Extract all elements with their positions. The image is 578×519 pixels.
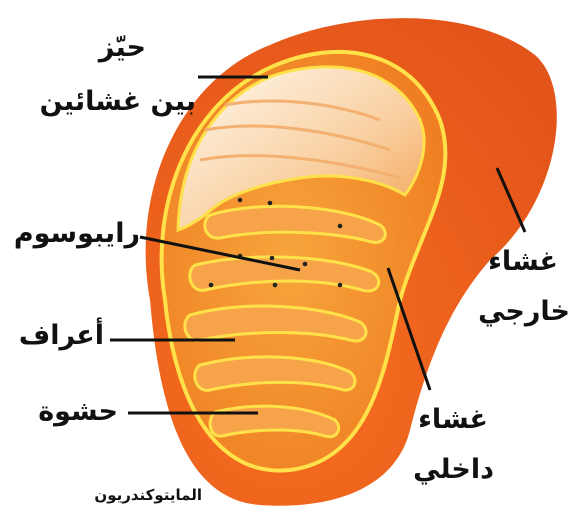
inner-membrane-label-1: غشاء [418,406,488,434]
cristae-label: أعراف [19,322,104,350]
caption: المايتوكندريون [94,488,202,504]
ribosome-dot [238,198,243,203]
ribosome-dot [338,283,343,288]
ribosome-dot [209,283,214,288]
intermembrane-space-label-1: حيّز [99,34,146,62]
matrix-label: حشوة [38,398,118,426]
ribosome-dot [268,201,273,206]
inner-membrane-label-2: داخلي [413,456,494,484]
outer-membrane-label-2: خارجي [478,298,570,326]
ribosome-dot [270,256,275,261]
ribosome-dot [338,224,343,229]
ribosome-dot [273,283,278,288]
ribosome-label: رايبوسوم [14,220,140,248]
ribosome-dot [303,262,308,267]
outer-membrane-label-1: غشاء [488,248,558,276]
intermembrane-space-label-2: بين غشائين [40,88,196,116]
